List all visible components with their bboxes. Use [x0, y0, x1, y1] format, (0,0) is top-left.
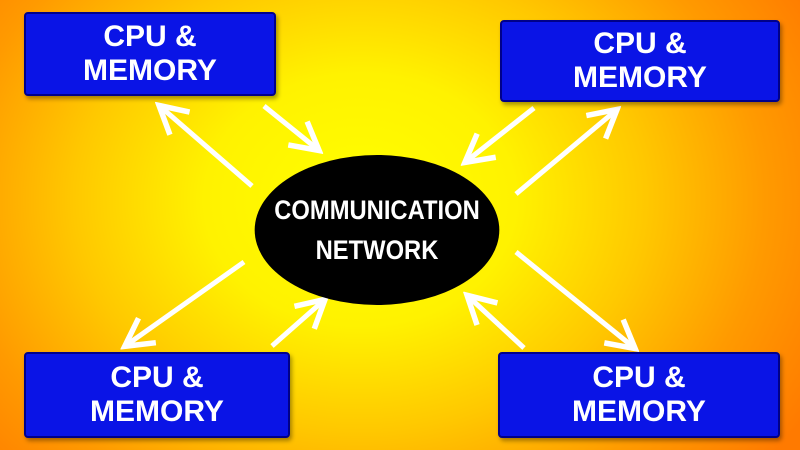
node-label-line2: MEMORY [90, 395, 224, 428]
arrow-top-right-to-network [468, 106, 536, 160]
cpu-memory-node-top-right: CPU & MEMORY [500, 20, 780, 102]
cpu-memory-node-bottom-left: CPU & MEMORY [24, 352, 290, 438]
communication-network-node: COMMUNICATION NETWORK [254, 155, 500, 305]
arrow-network-to-top-left [162, 108, 254, 188]
arrow-top-left-to-network [262, 104, 316, 148]
arrow-bottom-right-to-network [470, 298, 526, 350]
node-label-line2: MEMORY [83, 54, 217, 87]
network-label-line1: COMMUNICATION [274, 195, 480, 225]
arrow-network-to-bottom-right [514, 250, 632, 346]
node-label-line1: CPU & [593, 27, 687, 60]
node-label-line2: MEMORY [572, 395, 706, 428]
network-label-line2: NETWORK [315, 235, 439, 265]
arrow-bottom-left-to-network [270, 302, 322, 348]
arrow-network-to-bottom-left [128, 259, 246, 344]
node-label-line1: CPU & [103, 20, 197, 53]
cpu-memory-node-bottom-right: CPU & MEMORY [498, 352, 780, 438]
node-label-line1: CPU & [592, 361, 686, 394]
node-label-line2: MEMORY [573, 61, 707, 94]
cpu-memory-node-top-left: CPU & MEMORY [24, 12, 276, 96]
node-label-line1: CPU & [110, 361, 204, 394]
arrow-network-to-top-right [514, 112, 614, 196]
